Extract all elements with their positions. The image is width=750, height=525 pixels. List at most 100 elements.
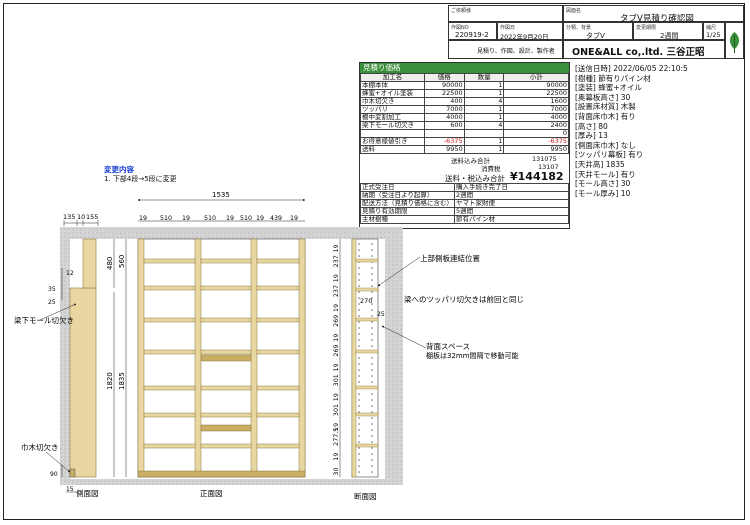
section-shelf	[355, 317, 379, 322]
note-back-space: 背面スペース	[426, 341, 470, 351]
shelf-pin-hole	[358, 333, 360, 335]
quote-cell-price: 9950	[423, 145, 465, 154]
shelf-pin-hole	[358, 345, 360, 347]
shelf-pin-hole	[358, 249, 360, 251]
customer-cell: ご依頼様	[448, 5, 563, 22]
tax-label: 消費税	[481, 165, 501, 173]
side-dim-25: 25	[48, 299, 56, 306]
spec-list: [送信日時] 2022/06/05 22:10:5[樹種] 節有りパイン材[塗装…	[575, 64, 688, 198]
shelf-pin-hole	[358, 327, 360, 329]
shelf-pin-hole	[371, 441, 373, 443]
type-cell: 分類、背景 タブV	[563, 22, 633, 40]
shelf-pin-hole	[358, 255, 360, 257]
note-top-connection: 上部側板連結位置	[420, 253, 480, 263]
section-shelf	[355, 258, 379, 263]
section-dim: 237	[333, 255, 340, 267]
side-dim-15: 15	[66, 486, 74, 493]
shelf-pin-hole	[371, 327, 373, 329]
front-col-dim: 510	[160, 215, 172, 222]
front-shelf	[200, 412, 252, 418]
drawing-frame	[3, 3, 745, 520]
front-view	[137, 238, 306, 478]
shelf-pin-hole	[358, 429, 360, 431]
side-dim-135: 135	[63, 213, 75, 221]
roles: 見積り、作図、設計、製作者	[477, 48, 555, 55]
note-shelf-interval: 棚板は32mm間隔で移動可能	[426, 351, 519, 360]
side-dim-155: 155	[86, 213, 98, 221]
shelf-pin-hole	[358, 471, 360, 473]
order-no: 220919-2	[455, 31, 489, 39]
leaf-logo-icon	[729, 32, 740, 53]
spec-line: [塗装] 蜂蜜+オイル	[575, 83, 643, 93]
shelf-pin-hole	[371, 453, 373, 455]
shelf-pin-hole	[371, 279, 373, 281]
shelf-pin-hole	[358, 285, 360, 287]
shelf-pin-hole	[358, 363, 360, 365]
period-value: 2週間	[660, 32, 679, 40]
shelf-pin-hole	[371, 291, 373, 293]
section-dim: 19	[333, 453, 340, 461]
total-value: ¥144182	[510, 170, 564, 183]
shelf-pin-hole	[371, 423, 373, 425]
spec-line: [背面床巾木] 有り	[575, 111, 636, 121]
shelf-pin-hole	[371, 447, 373, 449]
shelf-pin-hole	[358, 279, 360, 281]
side-dim-12: 12	[66, 270, 74, 277]
spec-line: [ツッパリ幕板] 有り	[575, 150, 644, 160]
section-view-label: 断面図	[354, 491, 377, 501]
quote-cell-name: 送料	[360, 145, 425, 154]
shelf-pin-hole	[371, 285, 373, 287]
shelf-pin-hole	[371, 249, 373, 251]
shelf-pin-hole	[371, 369, 373, 371]
front-shelf	[143, 443, 196, 449]
shelf-pin-hole	[371, 255, 373, 257]
shelf-pin-hole	[371, 393, 373, 395]
front-shelf	[256, 385, 300, 391]
quote-title: 見積り価格	[360, 63, 569, 73]
front-shelf	[200, 285, 252, 291]
shelf-pin-hole	[358, 321, 360, 323]
front-width-dim: 1535	[212, 191, 230, 199]
shelf-pin-hole	[371, 333, 373, 335]
section-back-dim: 25	[377, 311, 385, 318]
spec-line: [設置床材質] 木製	[575, 102, 636, 112]
drawing-date: 2022年9月20日	[500, 33, 549, 41]
shelf-pin-hole	[358, 243, 360, 245]
changes-title: 変更内容	[104, 165, 134, 174]
shelf-pin-hole	[358, 303, 360, 305]
info-row: 主材樹種節有パイン材	[360, 215, 569, 224]
shelf-pin-hole	[358, 393, 360, 395]
section-dim: 30	[333, 468, 340, 476]
quote-header-row: 加工名 価格 数量 小計	[360, 73, 569, 82]
front-col-dim: 510	[204, 215, 216, 222]
roles-cell: 見積り、作図、設計、製作者	[448, 40, 563, 59]
shelf-pin-hole	[358, 381, 360, 383]
section-dim: 19	[333, 244, 340, 252]
info-table: 正式受注日購入手続き完了日納期（受注日より起算）2週間配送方法（見積り価格に含む…	[360, 183, 569, 224]
section-dim: 19	[333, 363, 340, 371]
shelf-pin-hole	[371, 363, 373, 365]
spec-line: [奥幕板高さ] 30	[575, 92, 631, 102]
section-dim: 19	[333, 304, 340, 312]
section-dim: 301	[333, 374, 340, 386]
floor	[60, 479, 403, 485]
shelf-pin-hole	[358, 411, 360, 413]
shelf-pin-hole	[358, 273, 360, 275]
side-view	[61, 220, 99, 493]
shelf-pin-hole	[358, 357, 360, 359]
front-shelf	[143, 349, 196, 355]
scale-value: 1/25	[706, 31, 721, 39]
section-dim: 277.5	[333, 428, 340, 446]
front-shelf	[256, 317, 300, 323]
shelf-pin-hole	[358, 453, 360, 455]
section-dim: 19	[333, 423, 340, 431]
side-view-label: 側面図	[76, 488, 99, 498]
front-shelf	[256, 285, 300, 291]
section-shelf	[355, 349, 379, 354]
shelf-pin-hole	[371, 375, 373, 377]
section-dim: 269	[333, 315, 340, 327]
shelf-pin-hole	[371, 309, 373, 311]
quote-cell-qty: 1	[463, 145, 505, 154]
